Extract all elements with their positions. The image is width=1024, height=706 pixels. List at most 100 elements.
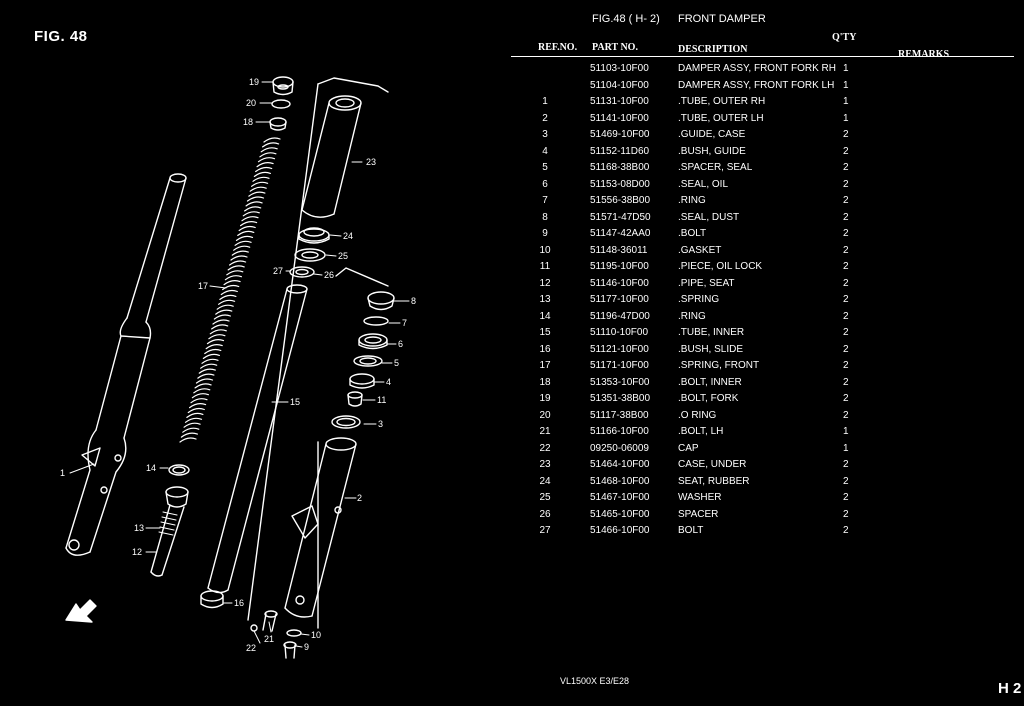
part-1-outer-tube-rh [65, 173, 187, 556]
ref-no-cell: 19 [539, 393, 551, 404]
part-no-cell: 51168-38B00 [590, 162, 650, 173]
callout-19: 19 [249, 77, 259, 87]
part-23-under-case [301, 95, 362, 218]
part-no-cell: 51196-47D00 [590, 310, 650, 322]
description-cell: CAP [678, 442, 699, 454]
exploded-parts-diagram: 1 2 3 4 5 6 7 8 9 10 11 12 13 14 15 16 1… [60, 76, 416, 659]
qty-cell: 2 [843, 294, 849, 305]
callout-22: 22 [246, 643, 256, 653]
figure-reference: FIG.48 ( H- 2) [592, 13, 660, 25]
ref-no-cell: 18 [539, 376, 551, 388]
description-cell: SEAT, RUBBER [678, 475, 750, 487]
ref-no-cell: 25 [539, 492, 551, 503]
description-cell: .TUBE, OUTER LH [678, 112, 764, 124]
ref-no-cell: 2 [542, 112, 548, 124]
qty-cell: 1 [843, 442, 849, 454]
qty-cell: 2 [843, 145, 849, 157]
qty-cell: 2 [843, 393, 849, 404]
figure-label: FIG. 48 [34, 28, 88, 45]
part-15-inner-tube [207, 284, 308, 594]
callout-17: 17 [198, 281, 208, 291]
qty-cell: 2 [843, 508, 849, 520]
ref-no-cell: 16 [539, 343, 551, 355]
ref-no-cell: 22 [539, 442, 551, 454]
header-ref-no: REF.NO. [538, 42, 578, 53]
part-14-ring [168, 464, 190, 476]
ref-no-cell: 8 [542, 211, 548, 223]
callout-3: 3 [378, 419, 383, 429]
description-cell: DAMPER ASSY, FRONT FORK LH [678, 79, 835, 91]
ref-no-cell: 27 [539, 525, 551, 536]
part-10-gasket [286, 629, 302, 637]
part-no-cell: 51148-36011 [590, 244, 648, 256]
part-no-cell: 51467-10F00 [590, 492, 650, 503]
part-no-cell: 51103-10F00 [590, 63, 649, 74]
part-no-cell: 51110-10F00 [590, 327, 649, 338]
ref-no-cell: 5 [542, 162, 548, 173]
callout-25: 25 [338, 251, 348, 261]
ref-no-cell: 21 [539, 426, 551, 437]
header-description: DESCRIPTION [678, 44, 748, 55]
qty-cell: 2 [843, 162, 849, 173]
description-cell: CASE, UNDER [678, 459, 747, 470]
callout-24: 24 [343, 231, 353, 241]
part-no-cell: 51464-10F00 [590, 459, 650, 470]
part-26-spacer [289, 266, 315, 278]
part-2-outer-tube-lh [284, 437, 357, 618]
qty-cell: 2 [843, 360, 849, 371]
ref-no-cell: 1 [542, 96, 548, 107]
part-21-bolt-lh [262, 610, 278, 632]
ref-no-cell: 23 [539, 459, 551, 470]
part-no-cell: 51147-42AA0 [590, 228, 651, 239]
part-11-oil-lock-piece [347, 391, 363, 407]
description-cell: .PIPE, SEAT [678, 277, 735, 289]
qty-cell: 1 [843, 79, 849, 91]
ref-no-cell: 3 [542, 129, 548, 140]
part-no-cell: 51152-11D60 [590, 145, 650, 157]
qty-cell: 2 [843, 178, 849, 190]
qty-cell: 2 [843, 228, 849, 239]
model-code: VL1500X E3/E28 [560, 676, 630, 686]
description-cell: BOLT [678, 525, 704, 536]
description-cell: .SEAL, DUST [678, 211, 740, 223]
part-8-dust-seal [367, 291, 395, 311]
part-4-guide-bush [349, 373, 375, 389]
part-no-cell: 09250-06009 [590, 442, 649, 454]
callout-13: 13 [134, 523, 144, 533]
header-qty: Q'TY [832, 32, 857, 43]
qty-cell: 2 [843, 475, 849, 487]
callout-9: 9 [304, 642, 309, 652]
description-cell: .BOLT, INNER [678, 376, 742, 388]
callout-4: 4 [386, 377, 391, 387]
part-no-cell: 51171-10F00 [590, 360, 649, 371]
qty-cell: 2 [843, 195, 849, 206]
part-17-front-spring [179, 137, 281, 443]
table-row: 22 09250-06009 CAP 1 [0, 443, 1024, 459]
ref-no-cell: 20 [539, 409, 551, 421]
part-20-o-ring [271, 99, 291, 109]
part-12-seat-pipe [150, 486, 189, 577]
part-16-slide-bush [200, 590, 224, 609]
callout-20: 20 [246, 98, 256, 108]
description-cell: .O RING [678, 409, 717, 421]
description-cell: .TUBE, INNER [678, 327, 745, 338]
qty-cell: 1 [843, 112, 849, 124]
part-no-cell: 51465-10F00 [590, 508, 650, 520]
description-cell: .TUBE, OUTER RH [678, 96, 766, 107]
